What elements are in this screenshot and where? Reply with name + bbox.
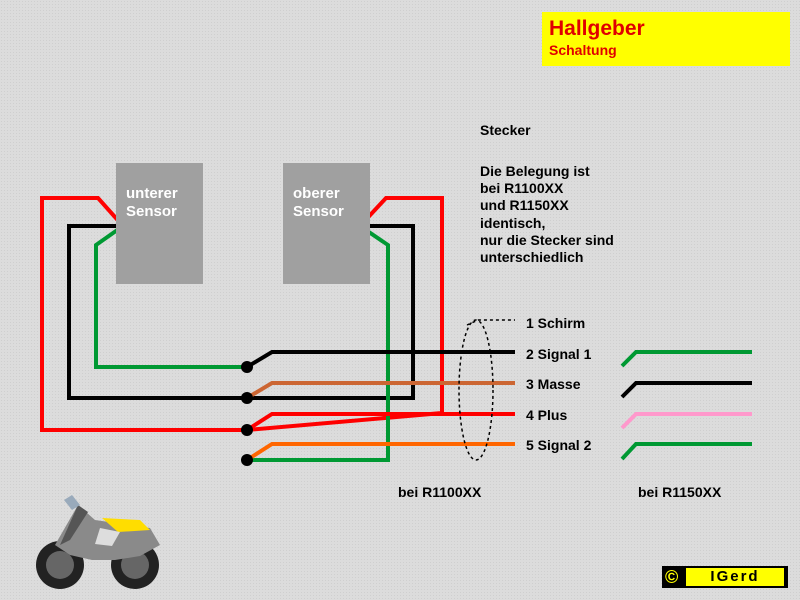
upper-sensor-label: oberer Sensor xyxy=(293,185,344,220)
r1150-wire-4 xyxy=(620,442,752,461)
note-line: unterschiedlich xyxy=(480,249,584,266)
copyright-name: IGerd xyxy=(686,568,784,586)
lower-sensor: unterer Sensor xyxy=(116,163,203,284)
pin-label-4: 4 Plus xyxy=(526,407,568,423)
page-title: Hallgeber xyxy=(549,17,645,40)
note-line: Die Belegung ist xyxy=(480,163,590,179)
wire-red-upper xyxy=(246,196,444,432)
copyright-symbol: © xyxy=(665,567,679,587)
connector-note: Die Belegung ist bei R1100XX und R1150XX… xyxy=(480,163,614,266)
note-line: identisch, xyxy=(480,214,546,231)
junction-dot xyxy=(241,454,253,466)
note-line: bei R1100XX xyxy=(480,180,564,197)
r1150-wire-3 xyxy=(620,412,752,430)
junction-dot xyxy=(241,392,253,404)
page-subtitle: Schaltung xyxy=(549,42,617,58)
note-line: und R1150XX xyxy=(480,197,569,214)
wire-plus-out xyxy=(245,412,515,432)
wire-signal2-out xyxy=(245,442,515,462)
wire-signal1-out xyxy=(245,350,515,369)
r1150-wire-2 xyxy=(620,381,752,399)
label-r1100: bei R1100XX xyxy=(398,484,482,500)
pin-label-2: 2 Signal 1 xyxy=(526,346,592,362)
shield-ellipse xyxy=(458,319,494,461)
copyright-badge: © IGerd xyxy=(662,566,788,588)
pin-label-1: 1 Schirm xyxy=(526,315,586,331)
shield-line xyxy=(466,319,515,326)
motorcycle-image xyxy=(36,495,160,589)
pin-label-5: 5 Signal 2 xyxy=(526,437,592,453)
label-r1150: bei R1150XX xyxy=(638,484,722,500)
connector-heading: Stecker xyxy=(480,122,531,138)
junction-dot xyxy=(241,424,253,436)
wire-black-lower xyxy=(67,224,247,400)
upper-sensor: oberer Sensor xyxy=(283,163,370,284)
wire-red-lower xyxy=(40,196,247,432)
wire-black-upper xyxy=(247,224,415,400)
pin-label-3: 3 Masse xyxy=(526,376,581,392)
title-box: Hallgeber Schaltung xyxy=(542,12,790,66)
note-line: nur die Stecker sind xyxy=(480,231,614,248)
wire-masse-out xyxy=(245,381,515,400)
r1150-wire-1 xyxy=(620,350,752,368)
wire-green-lower xyxy=(94,224,247,369)
junction-dot xyxy=(241,361,253,373)
lower-sensor-label: unterer Sensor xyxy=(126,185,178,220)
